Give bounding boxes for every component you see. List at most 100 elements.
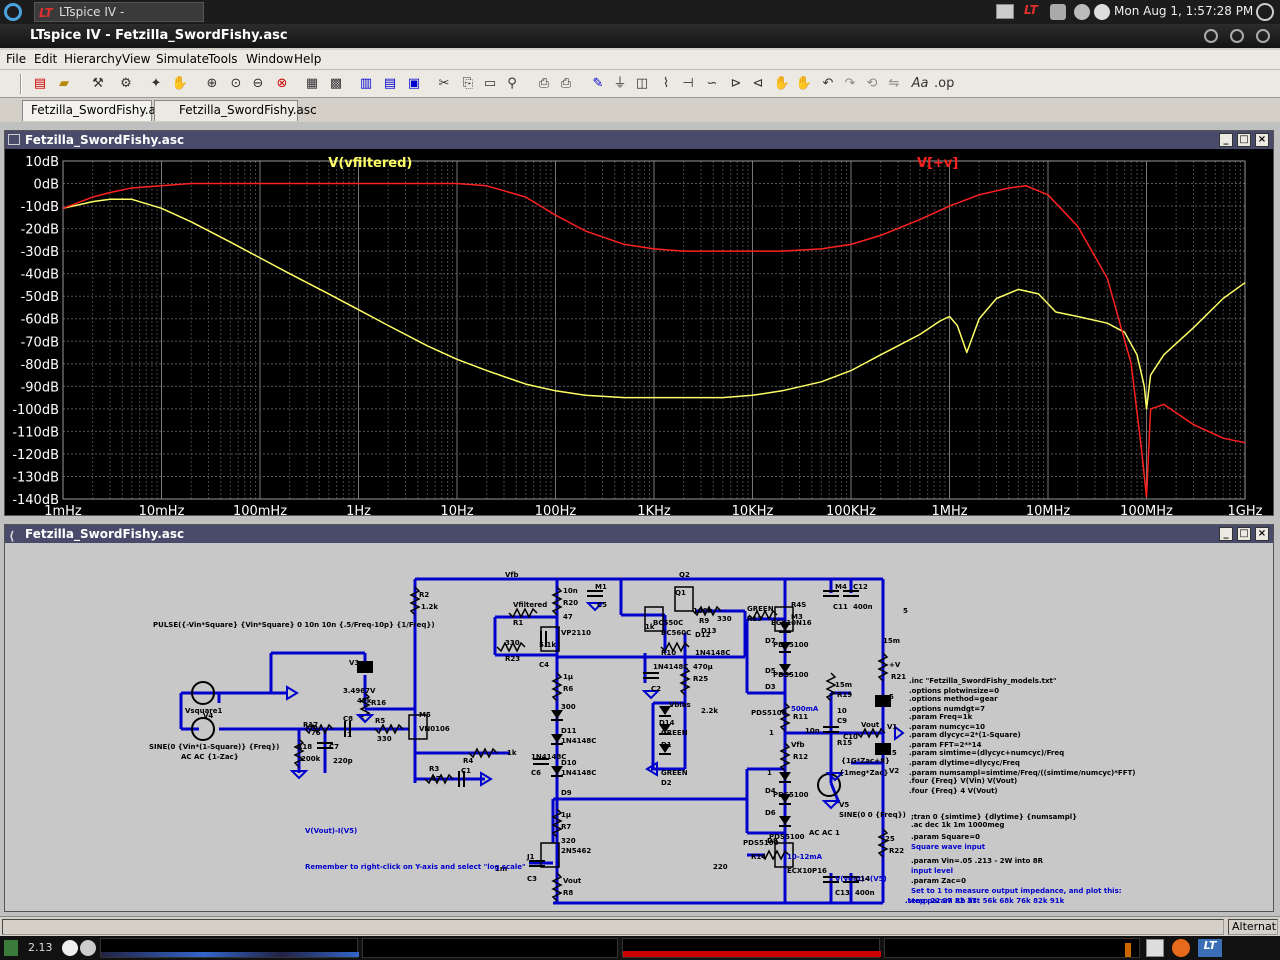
- print-preview-icon[interactable]: ⎙: [538, 76, 550, 91]
- copy-icon[interactable]: ⎘: [462, 76, 474, 91]
- rotate-icon[interactable]: ⟲: [866, 76, 878, 91]
- find-icon[interactable]: ⚲: [507, 76, 517, 91]
- resistor-symbol: [374, 723, 404, 735]
- close-button[interactable]: ×: [1255, 527, 1269, 541]
- terminal-icon[interactable]: [1146, 939, 1164, 957]
- firefox-icon[interactable]: [1172, 939, 1190, 957]
- spice-directive-icon[interactable]: .op: [934, 76, 955, 91]
- paste-icon[interactable]: ▭: [483, 76, 497, 91]
- schematic-label: PDS5100: [743, 839, 779, 847]
- resistor-symbol: [856, 727, 886, 739]
- wire-icon[interactable]: ✎: [592, 76, 604, 91]
- diode-icon[interactable]: ⊳: [730, 76, 742, 91]
- schematic-label: C13: [835, 889, 850, 897]
- resistor-icon[interactable]: ⌇: [662, 76, 670, 91]
- waveform-plot[interactable]: 10dB0dB-10dB-20dB-30dB-40dB-50dB-60dB-70…: [5, 149, 1273, 515]
- schematic-label: +V: [889, 661, 901, 669]
- tab-schematic[interactable]: Fetzilla_SwordFishy.asc: [154, 100, 317, 121]
- menu-help[interactable]: Help: [294, 52, 322, 66]
- distro-logo-icon[interactable]: [4, 3, 22, 21]
- diode-symbol: [551, 734, 563, 743]
- minimize-button[interactable]: _: [1219, 133, 1233, 147]
- x-tick-label: 1KHz: [637, 504, 671, 515]
- undo-icon[interactable]: ↶: [822, 76, 834, 91]
- volume-icon[interactable]: [1074, 4, 1090, 20]
- maximize-button[interactable]: □: [1237, 133, 1251, 147]
- transistor-symbol: [674, 586, 694, 612]
- pan-icon[interactable]: ⊙: [230, 76, 242, 91]
- grid-icon[interactable]: ▩: [329, 76, 343, 91]
- schematic-label: C10: [843, 733, 858, 741]
- ltspice-launcher-icon[interactable]: LT: [1198, 939, 1222, 957]
- record-icon[interactable]: [62, 940, 78, 956]
- power-icon[interactable]: [1256, 3, 1274, 21]
- halt-icon[interactable]: ✋: [171, 76, 189, 91]
- schematic-label: VP2110: [561, 629, 591, 637]
- y-tick-label: 10dB: [25, 155, 59, 170]
- setup-icon[interactable]: ⚙: [120, 76, 132, 91]
- close-button[interactable]: [1256, 29, 1270, 43]
- schematic-label: BC550C: [653, 619, 683, 627]
- print-icon[interactable]: ⎙: [560, 76, 572, 91]
- run-icon[interactable]: ✦: [150, 76, 162, 91]
- schematic-label: 1: [347, 731, 352, 739]
- schematic-label: Vbias: [669, 701, 691, 709]
- transistor-symbol: [540, 842, 560, 868]
- new-schematic-icon[interactable]: ▤: [33, 76, 47, 91]
- component-icon[interactable]: ⊲: [752, 76, 764, 91]
- mail-icon[interactable]: [996, 4, 1014, 19]
- schematic-label: 400n: [853, 603, 873, 611]
- schematic-window-title: Fetzilla_SwordFishy.asc: [25, 527, 185, 541]
- schematic-label: .param FFT=2**14: [909, 741, 982, 749]
- tile-vertical-icon[interactable]: ▤: [383, 76, 397, 91]
- menu-tools[interactable]: Tools: [208, 52, 238, 66]
- label-net-icon[interactable]: ◫: [635, 76, 649, 91]
- schematic-canvas[interactable]: PULSE({-Vin*Square} {Vin*Square} 0 10n 1…: [5, 543, 1273, 911]
- menu-hierarchy[interactable]: Hierarchy: [64, 52, 123, 66]
- menu-window[interactable]: Window: [246, 52, 294, 66]
- network-icon[interactable]: [1050, 4, 1066, 20]
- close-button[interactable]: ×: [1255, 133, 1269, 147]
- inductor-icon[interactable]: ∽: [706, 76, 718, 91]
- maximize-button[interactable]: [1230, 29, 1244, 43]
- zoom-out-icon[interactable]: ⊖: [252, 76, 264, 91]
- screen-icon[interactable]: [80, 940, 96, 956]
- menu-view[interactable]: View: [122, 52, 151, 66]
- net-label-arrow: [894, 725, 905, 741]
- cut-icon[interactable]: ✂: [438, 76, 450, 91]
- ground-icon[interactable]: ⏚: [613, 76, 627, 91]
- schematic-label: 1N4148C: [695, 649, 730, 657]
- clock[interactable]: Mon Aug 1, 1:57:28 PM: [1114, 4, 1254, 18]
- battery-symbol: [875, 695, 891, 707]
- drag-icon[interactable]: ✋: [795, 76, 813, 91]
- tab-plot[interactable]: Fetzilla_SwordFishy.asc: [22, 100, 169, 121]
- maximize-button[interactable]: □: [1237, 527, 1251, 541]
- taskbar-window-button[interactable]: LT LTspice IV - Fetzilla_Sw...: [34, 2, 204, 37]
- workspace-icon[interactable]: [4, 940, 18, 956]
- zoom-in-icon[interactable]: ⊕: [206, 76, 218, 91]
- zoom-fit-icon[interactable]: ⊗: [276, 76, 288, 91]
- schematic-label: Remember to right-click on Y-axis and se…: [305, 863, 526, 871]
- minimize-button[interactable]: _: [1219, 527, 1233, 541]
- control-panel-icon[interactable]: ⚒: [92, 76, 104, 91]
- minimize-button[interactable]: [1204, 29, 1218, 43]
- text-icon[interactable]: Aa: [911, 76, 929, 91]
- resistor-symbol: [779, 702, 791, 732]
- tile-horizontal-icon[interactable]: ▥: [359, 76, 373, 91]
- update-icon[interactable]: [1094, 4, 1110, 20]
- mirror-icon[interactable]: ⇋: [888, 76, 900, 91]
- cascade-icon[interactable]: ▣: [407, 76, 421, 91]
- menu-simulate[interactable]: Simulate: [156, 52, 210, 66]
- x-tick-label: 10mHz: [139, 504, 185, 515]
- redo-icon[interactable]: ↷: [844, 76, 856, 91]
- autorange-icon[interactable]: ▦: [305, 76, 319, 91]
- menu-edit[interactable]: Edit: [34, 52, 58, 66]
- capacitor-icon[interactable]: ⊣: [682, 76, 694, 91]
- move-icon[interactable]: ✋: [773, 76, 791, 91]
- open-folder-icon[interactable]: ▰: [59, 76, 69, 91]
- swap-graph: [622, 938, 881, 958]
- menu-file[interactable]: File: [6, 52, 27, 66]
- resistor-symbol: [660, 641, 690, 653]
- resistor-symbol: [551, 586, 563, 616]
- ltspice-tray-icon[interactable]: LT: [1024, 3, 1038, 17]
